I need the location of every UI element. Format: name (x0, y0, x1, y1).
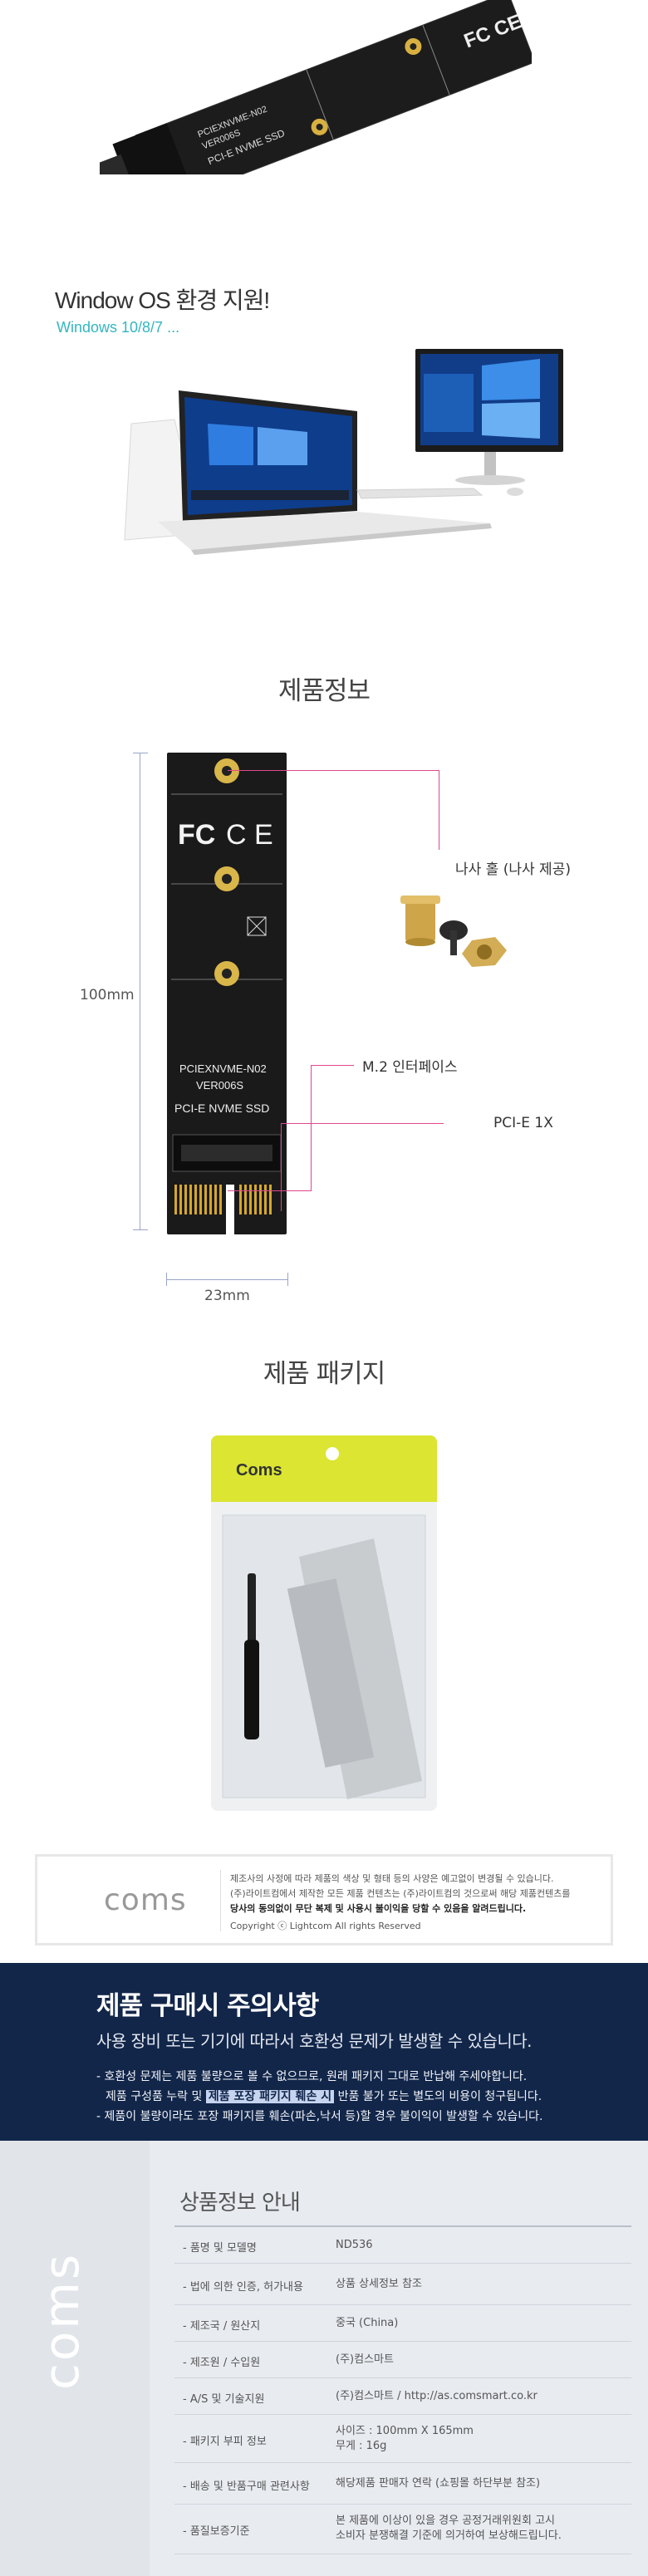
height-dimension-cap-bottom (133, 1229, 148, 1230)
info-row-value: (주)컴스마트 / http://as.comsmart.co.kr (336, 2390, 538, 2402)
copyright-line-4: Copyright ⓒ Lightcom All rights Reserved (230, 1921, 421, 1931)
m2-callout-line-top (311, 1065, 354, 1066)
height-dimension-label: 100mm (80, 987, 135, 1003)
caution-line-2-pre: 제품 구성품 누락 및 (106, 2090, 203, 2103)
windows-support-title: Window OS 환경 지원! (55, 287, 270, 313)
info-row: - 패키지 부피 정보 사이즈 : 100mm X 165mm 무게 : 16g (174, 2415, 631, 2463)
caution-line-2-post: 반품 불가 또는 별도의 비용이 청구됩니다. (337, 2090, 542, 2103)
caution-highlight: 제품 포장 패키지 훼손 시 (205, 2090, 335, 2103)
svg-text:FC: FC (178, 819, 215, 851)
side-coms-logo: coms (33, 2251, 90, 2390)
pcie-callout-line-h (281, 1123, 444, 1124)
info-row-value: 중국 (China) (336, 2317, 399, 2329)
laptop-and-monitor-photo (124, 349, 563, 555)
width-dimension-cap-left (166, 1273, 167, 1286)
info-row-value: 상품 상세정보 참조 (336, 2278, 422, 2290)
info-row-key: - 품질보증기준 (183, 2525, 250, 2538)
m2-callout-line-v (311, 1065, 312, 1191)
copyright-line-1: 제조사의 사정에 따라 제품의 색상 및 형태 등의 사양은 예고없이 변경될 … (230, 1873, 554, 1884)
info-row: - 법에 의한 인증, 허가내용 상품 상세정보 참조 (174, 2264, 631, 2305)
info-title-rule (174, 2225, 631, 2227)
copyright-line-3: 당사의 동의없이 무단 복제 및 사용시 불이익을 당할 수 있음을 알려드립니… (230, 1903, 527, 1914)
info-row-key: - A/S 및 기술지원 (183, 2393, 265, 2406)
adapter-board-photo-top: FC CE PCIEXNVME-N02 VER006S PCI-E NVME S… (100, 0, 532, 174)
m2-interface-label: M.2 인터페이스 (362, 1059, 458, 1076)
diagram-model-text: PCIEXNVME-N02 (179, 1062, 267, 1075)
pcie-callout-line-v (281, 1123, 282, 1211)
adapter-board-diagram: FC C E PCIEXNVME-N02 VER006S PCI-E NVME … (167, 753, 287, 1234)
pcie-1x-label: PCI-E 1X (493, 1115, 553, 1131)
info-row-key: - 제조원 / 수입원 (183, 2357, 261, 2369)
diagram-serial-text: VER006S (196, 1079, 243, 1092)
caution-line-2: 제품 구성품 누락 및 제품 포장 패키지 훼손 시 반품 불가 또는 별도의 … (106, 2088, 542, 2104)
svg-text:C E: C E (226, 819, 273, 851)
product-info-section: coms 상품정보 안내 - 품명 및 모델명 ND536 - 법에 의한 인증… (0, 2141, 648, 2576)
diagram-type-text: PCI-E NVME SSD (174, 1102, 269, 1115)
info-row: - 품질보증기준 본 제품에 이상이 있을 경우 공정거래위원회 고시 소비자 … (174, 2505, 631, 2554)
info-row-value-2: 무게 : 16g (336, 2440, 387, 2452)
info-row: - 품명 및 모델명 ND536 (174, 2227, 631, 2264)
info-row-key: - 패키지 부피 정보 (183, 2436, 267, 2448)
package-brand-text: Coms (236, 1461, 282, 1479)
info-title: 상품정보 안내 (179, 2191, 301, 2215)
package-heading: 제품 패키지 (263, 1359, 385, 1389)
info-row-value: (주)컴스마트 (336, 2353, 394, 2366)
info-row-key: - 배송 및 반품구매 관련사항 (183, 2480, 310, 2493)
info-row: - A/S 및 기술지원 (주)컴스마트 / http://as.comsmar… (174, 2378, 631, 2415)
info-side-panel: coms (0, 2141, 150, 2576)
m2-callout-line-h (228, 1190, 311, 1191)
caution-line-3: - 제품이 불량이라도 포장 패키지를 훼손(파손,낙서 등)할 경우 불이익이… (96, 2110, 543, 2123)
info-row: - 배송 및 반품구매 관련사항 해당제품 판매자 연락 (쇼핑몰 하단부분 참… (174, 2463, 631, 2505)
info-row-value-2: 소비자 분쟁해결 기준에 의거하여 보상해드립니다. (336, 2529, 562, 2542)
screw-hole-label: 나사 홀 (나사 제공) (455, 861, 571, 878)
info-row-value: ND536 (336, 2239, 373, 2251)
info-row-value: 해당제품 판매자 연락 (쇼핑몰 하단부분 참조) (336, 2477, 541, 2490)
coms-logo: coms (104, 1883, 187, 1917)
package-bag-photo: Coms (211, 1435, 437, 1811)
info-row-key: - 품명 및 모델명 (183, 2242, 257, 2255)
copyright-line-2: (주)라이트컴에서 제작한 모든 제품 컨텐츠는 (주)라이트컴의 것으로써 해… (230, 1888, 571, 1899)
info-row-value: 사이즈 : 100mm X 165mm (336, 2425, 474, 2437)
product-info-heading: 제품정보 (277, 676, 371, 706)
width-dimension-line (166, 1279, 287, 1280)
width-dimension-cap-right (287, 1273, 288, 1286)
caution-line-1: - 호환성 문제는 제품 불량으로 볼 수 없으므로, 원래 패키지 그대로 반… (96, 2070, 528, 2083)
info-row-key: - 제조국 / 원산지 (183, 2320, 261, 2333)
screw-and-nut-photo (400, 895, 507, 967)
info-row-key: - 법에 의한 인증, 허가내용 (183, 2281, 303, 2294)
info-row-value: 본 제품에 이상이 있을 경우 공정거래위원회 고시 (336, 2515, 555, 2527)
caution-subtitle: 사용 장비 또는 기기에 따라서 호환성 문제가 발생할 수 있습니다. (96, 2031, 532, 2051)
screw-callout-line-h (228, 770, 439, 771)
purchase-caution-section: 제품 구매시 주의사항 사용 장비 또는 기기에 따라서 호환성 문제가 발생할… (0, 1963, 648, 2141)
info-row: - 제조원 / 수입원 (주)컴스마트 (174, 2342, 631, 2378)
width-dimension-label: 23mm (204, 1288, 250, 1304)
caution-title: 제품 구매시 주의사항 (96, 1991, 319, 2021)
copyright-divider (220, 1870, 221, 1931)
windows-versions-text: Windows 10/8/7 ... (56, 319, 180, 336)
info-row: - 제조국 / 원산지 중국 (China) (174, 2305, 631, 2342)
copyright-notice-box: coms 제조사의 사정에 따라 제품의 색상 및 형태 등의 사양은 예고없이… (35, 1854, 613, 1945)
